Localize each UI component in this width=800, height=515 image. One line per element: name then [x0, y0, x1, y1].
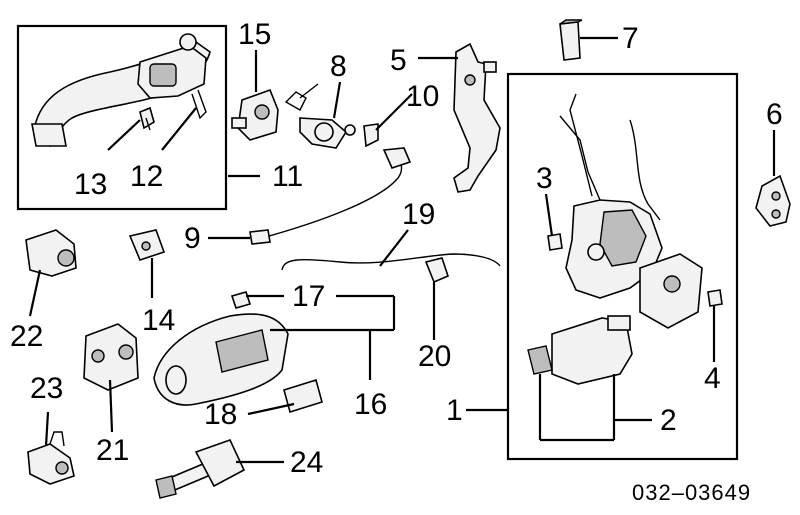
figure-code: 032–03649 [632, 480, 751, 505]
callout-9: 9 [184, 222, 201, 255]
callout-17: 17 [292, 280, 325, 313]
motor-21 [83, 323, 139, 391]
leader-lines [28, 36, 776, 464]
outer-door-handle [31, 33, 211, 148]
callout-16: 16 [354, 388, 387, 421]
callout-13: 13 [74, 168, 107, 201]
callout-8: 8 [330, 50, 347, 83]
callout-23: 23 [30, 372, 63, 405]
latch-assembly-group-box [506, 72, 739, 461]
callout-18: 18 [204, 398, 237, 431]
part-7 [559, 19, 583, 61]
screw-3 [547, 233, 563, 251]
callout-11: 11 [272, 160, 303, 193]
cable-9 [249, 147, 412, 245]
callout-7: 7 [622, 22, 639, 55]
screw-4 [707, 289, 723, 307]
callout-5: 5 [390, 44, 407, 77]
callout-2: 2 [660, 404, 677, 437]
callout-24: 24 [290, 446, 323, 479]
door-check-24 [155, 439, 246, 499]
callout-14: 14 [142, 304, 175, 337]
outer-handle-group-box [16, 24, 228, 211]
clip-20 [424, 257, 449, 284]
lock-actuator-2 [527, 315, 633, 385]
cylinder-housing-15 [231, 88, 279, 141]
callout-12: 12 [130, 160, 163, 193]
bracket-14 [128, 229, 166, 261]
connector-23 [27, 431, 75, 485]
callout-10: 10 [406, 80, 439, 113]
bracket-5 [453, 42, 501, 193]
callout-21: 21 [96, 434, 129, 467]
callout-22: 22 [10, 320, 43, 353]
screw-17 [230, 291, 252, 309]
striker-6 [755, 174, 791, 227]
callout-6: 6 [766, 98, 783, 131]
latch-rods [559, 93, 661, 221]
callout-19: 19 [402, 198, 435, 231]
spring-clip-12 [191, 89, 207, 120]
callout-4: 4 [704, 362, 721, 395]
callout-20: 20 [418, 340, 451, 373]
retainer-10 [363, 123, 379, 148]
connector-22 [25, 229, 77, 277]
actuator-plate [639, 253, 703, 329]
rod-19 [281, 253, 501, 271]
callout-1: 1 [446, 394, 463, 427]
door-latch [565, 199, 663, 299]
inner-handle-16 [153, 313, 289, 406]
cap-18 [283, 378, 323, 414]
key-cylinder-8 [284, 83, 356, 149]
screw-13 [139, 106, 155, 131]
callout-15: 15 [238, 18, 271, 51]
callout-3: 3 [536, 162, 553, 195]
